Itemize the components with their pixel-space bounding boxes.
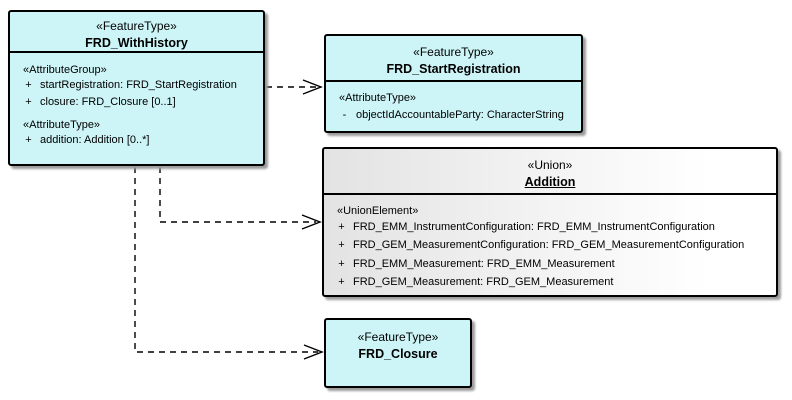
- attribute-text: closure: FRD_Closure [0..1]: [40, 96, 176, 108]
- visibility-marker: -: [342, 109, 347, 121]
- attribute-text: FRD_EMM_Measurement: FRD_EMM_Measurement: [353, 257, 615, 270]
- class-box-addition: «Union» Addition «UnionElement» + FRD_EM…: [322, 147, 778, 297]
- attribute-row: + FRD_GEM_Measurement: FRD_GEM_Measureme…: [324, 273, 776, 291]
- attribute-row: + startRegistration: FRD_StartRegistrati…: [10, 77, 263, 94]
- section-stereotype: «AttributeType»: [23, 119, 101, 131]
- attributes-compartment: «AttributeGroup» + startRegistration: FR…: [10, 63, 263, 149]
- class-header: «FeatureType» FRD_Closure: [326, 320, 470, 363]
- class-name: FRD_WithHistory: [85, 36, 188, 50]
- open-arrowhead-icon: [301, 214, 322, 230]
- stereotype-label: «FeatureType»: [413, 45, 494, 59]
- visibility-marker: +: [25, 96, 32, 108]
- connector-withhistory-to-closure: [134, 167, 324, 360]
- connector-withhistory-to-startregistration: [266, 79, 323, 95]
- class-box-frd-closure: «FeatureType» FRD_Closure: [324, 318, 472, 388]
- connector-withhistory-to-addition: [159, 167, 322, 230]
- attribute-text: addition: Addition [0..*]: [40, 134, 150, 146]
- attribute-text: FRD_GEM_MeasurementConfiguration: FRD_GE…: [353, 239, 745, 252]
- section-stereotype: «UnionElement»: [337, 205, 419, 217]
- attribute-text: FRD_EMM_InstrumentConfiguration: FRD_EMM…: [353, 221, 715, 233]
- visibility-marker: +: [25, 134, 32, 146]
- union-elements-compartment: «UnionElement» + FRD_EMM_InstrumentConfi…: [324, 204, 776, 292]
- section-stereotype: «AttributeGroup»: [23, 64, 107, 76]
- class-box-frd-withhistory: «FeatureType» FRD_WithHistory «Attribute…: [8, 10, 265, 166]
- attribute-row: + FRD_EMM_InstrumentConfiguration: FRD_E…: [324, 218, 776, 236]
- class-header: «FeatureType» FRD_StartRegistration: [326, 36, 581, 82]
- open-arrowhead-icon: [302, 79, 323, 95]
- visibility-marker: +: [338, 276, 345, 289]
- attribute-text: objectIdAccountableParty: CharacterStrin…: [356, 109, 564, 121]
- visibility-marker: +: [25, 79, 32, 91]
- open-arrowhead-icon: [303, 344, 324, 360]
- visibility-marker: +: [338, 221, 345, 233]
- stereotype-label: «FeatureType»: [357, 330, 439, 344]
- class-header: «FeatureType» FRD_WithHistory: [10, 12, 263, 53]
- attribute-text: FRD_GEM_Measurement: FRD_GEM_Measurement: [353, 276, 614, 289]
- section-stereotype: «AttributeType»: [339, 92, 417, 104]
- dashed-line: [134, 167, 318, 353]
- attribute-row: + FRD_GEM_MeasurementConfiguration: FRD_…: [324, 236, 776, 254]
- attribute-text: startRegistration: FRD_StartRegistration: [40, 79, 237, 91]
- attribute-row: + closure: FRD_Closure [0..1]: [10, 94, 263, 111]
- class-name: Addition: [524, 175, 576, 189]
- attributes-compartment: «AttributeType» - objectIdAccountablePar…: [326, 91, 581, 124]
- class-name: FRD_StartRegistration: [386, 62, 521, 76]
- class-name: FRD_Closure: [358, 347, 438, 361]
- class-header: «Union» Addition: [324, 149, 776, 195]
- attribute-row: - objectIdAccountableParty: CharacterStr…: [326, 107, 581, 124]
- visibility-marker: +: [338, 239, 345, 252]
- class-box-frd-startregistration: «FeatureType» FRD_StartRegistration «Att…: [324, 34, 583, 133]
- visibility-marker: +: [338, 257, 345, 270]
- dashed-line: [159, 167, 316, 223]
- attribute-row: + addition: Addition [0..*]: [10, 132, 263, 149]
- stereotype-label: «Union»: [527, 158, 573, 172]
- attribute-row: + FRD_EMM_Measurement: FRD_EMM_Measureme…: [324, 255, 776, 273]
- stereotype-label: «FeatureType»: [96, 19, 177, 33]
